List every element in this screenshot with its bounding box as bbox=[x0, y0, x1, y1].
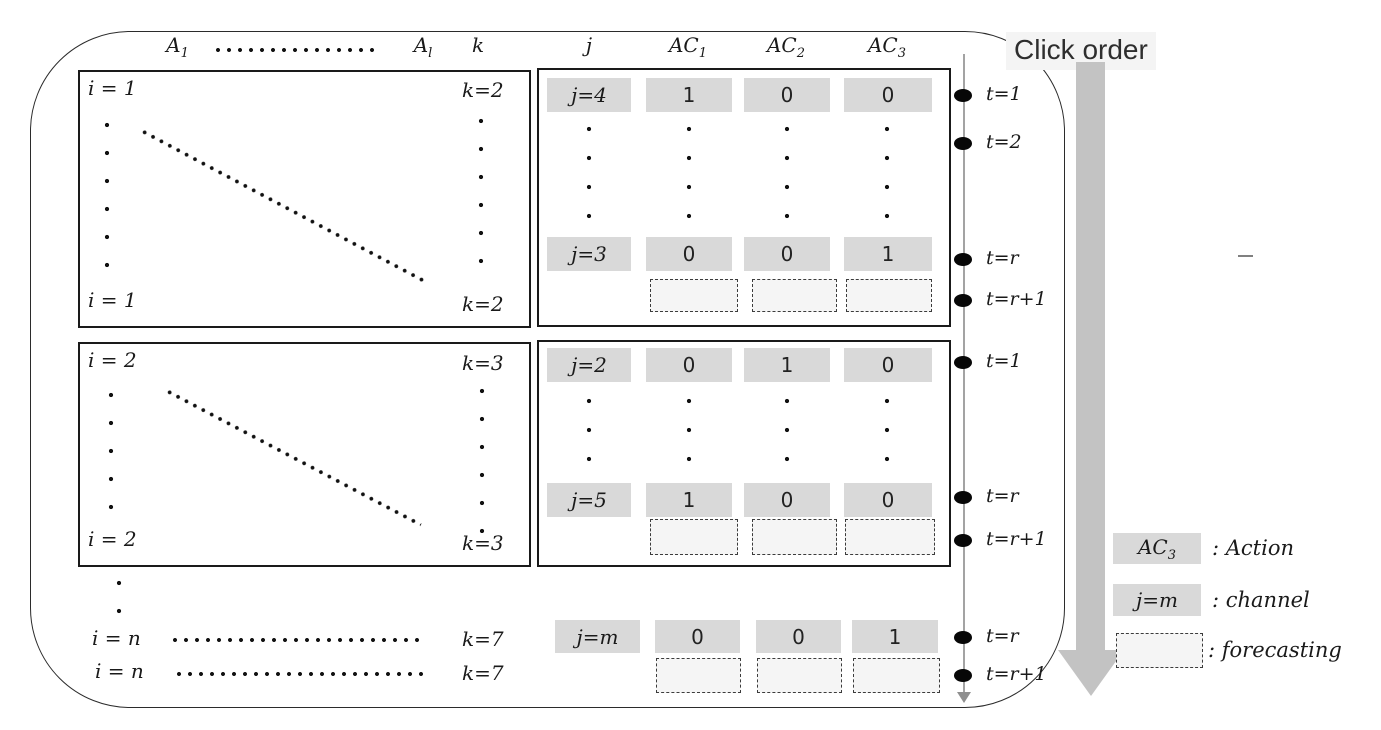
session-1-i-bottom: i = 1 bbox=[88, 288, 137, 312]
session-n-forecast-cell bbox=[757, 658, 842, 693]
session-1-i-top: i = 1 bbox=[88, 76, 137, 100]
timeline-tick-label: t=r bbox=[986, 247, 1019, 269]
session-1-forecast-cell bbox=[650, 279, 738, 312]
session-n-forecast-cell bbox=[853, 658, 940, 693]
session-1-row-last-cell-ac3: 1 bbox=[844, 237, 932, 271]
session-n-cell-ac3: 1 bbox=[852, 620, 938, 653]
session-2-row-first-cell-j: j=2 bbox=[547, 348, 631, 382]
session-1-row-last-cell-j: j=3 bbox=[547, 237, 631, 271]
session-2-row-last-cell-ac1: 1 bbox=[646, 483, 732, 517]
session-2-row-first-cell-ac3: 0 bbox=[844, 348, 932, 382]
session-1-row-last-cell-ac1: 0 bbox=[646, 237, 732, 271]
session-2-table-ellipsis-dots bbox=[884, 398, 890, 482]
session-2-row-last-cell-ac2: 0 bbox=[744, 483, 830, 517]
session-2-box bbox=[78, 342, 531, 567]
col-header-a1: A1 bbox=[166, 33, 189, 61]
legend-action-label: : Action bbox=[1212, 536, 1295, 560]
session-2-k-bottom: k=3 bbox=[462, 531, 504, 555]
session-n-ellipsis-dots bbox=[116, 580, 122, 636]
session-n-cell-ac1: 0 bbox=[655, 620, 740, 653]
session-n-i-click: i = n bbox=[92, 626, 141, 650]
session-1-row-first-cell-ac1: 1 bbox=[646, 78, 732, 112]
timeline-tick-label: t=r bbox=[986, 485, 1019, 507]
session-2-row-first-cell-ac1: 0 bbox=[646, 348, 732, 382]
session-1-table-ellipsis-dots bbox=[586, 126, 592, 238]
col-header-k: k bbox=[471, 33, 485, 57]
session-1-k-top: k=2 bbox=[462, 78, 504, 102]
col-header-ac1: AC1 bbox=[668, 33, 708, 61]
session-1-row-first-cell-ac3: 0 bbox=[844, 78, 932, 112]
legend-action-swatch: AC3 bbox=[1113, 533, 1201, 564]
session-2-forecast-cell bbox=[752, 519, 837, 555]
click-order-arrowhead bbox=[1058, 650, 1124, 696]
session-n-i-forecast: i = n bbox=[95, 659, 144, 683]
timeline-tick-label: t=r+1 bbox=[986, 288, 1047, 310]
session-2-i-top: i = 2 bbox=[88, 348, 137, 372]
col-header-al: Al bbox=[413, 33, 433, 61]
session-n-forecast-cell bbox=[656, 658, 741, 693]
session-n-cell-j: j=m bbox=[555, 620, 640, 653]
session-1-right-ellipsis-dots bbox=[478, 118, 484, 286]
legend-channel-label: : channel bbox=[1212, 588, 1310, 612]
session-2-row-first-cell-ac2: 1 bbox=[744, 348, 830, 382]
session-n-dotted-line bbox=[172, 637, 425, 643]
session-2-row-last-cell-ac3: 0 bbox=[844, 483, 932, 517]
timeline-dot bbox=[954, 253, 972, 266]
legend-channel-swatch: j=m bbox=[1113, 584, 1201, 616]
session-2-k-top: k=3 bbox=[462, 351, 504, 375]
timeline-dot bbox=[954, 631, 972, 644]
session-1-forecast-cell bbox=[846, 279, 932, 312]
timeline-dot bbox=[954, 89, 972, 102]
diagram-frame bbox=[30, 31, 1065, 708]
session-n-cell-ac2: 0 bbox=[756, 620, 841, 653]
legend-forecasting-swatch bbox=[1116, 633, 1203, 668]
col-header-j: j bbox=[585, 33, 593, 57]
click-order-arrow bbox=[1076, 62, 1105, 652]
timeline-axis bbox=[963, 54, 965, 694]
col-header-ellipsis-dots bbox=[215, 47, 375, 53]
session-2-table-ellipsis-dots bbox=[784, 398, 790, 482]
timeline-arrowhead bbox=[957, 692, 971, 703]
session-1-row-first-cell-j: j=4 bbox=[547, 78, 631, 112]
timeline-dot bbox=[954, 356, 972, 369]
session-2-right-ellipsis-dots bbox=[479, 388, 485, 533]
session-2-forecast-cell bbox=[845, 519, 935, 555]
timeline-dot bbox=[954, 137, 972, 150]
col-header-ac3: AC3 bbox=[867, 33, 907, 61]
timeline-tick-label: t=2 bbox=[986, 131, 1022, 153]
session-2-left-ellipsis-dots bbox=[108, 392, 114, 532]
session-1-k-bottom: k=2 bbox=[462, 292, 504, 316]
session-n-k-click: k=7 bbox=[462, 627, 504, 651]
timeline-dot bbox=[954, 491, 972, 504]
timeline-tick-label: t=r bbox=[986, 625, 1019, 647]
session-n-k-forecast: k=7 bbox=[462, 661, 504, 685]
timeline-tick-label: t=r+1 bbox=[986, 528, 1047, 550]
timeline-dot bbox=[954, 669, 972, 682]
session-2-table-ellipsis-dots bbox=[586, 398, 592, 482]
session-n-dotted-line bbox=[176, 671, 429, 677]
session-1-left-ellipsis-dots bbox=[104, 122, 110, 290]
session-1-box bbox=[78, 70, 531, 328]
timeline-dot bbox=[954, 534, 972, 547]
session-1-forecast-cell bbox=[752, 279, 837, 312]
timeline-dot bbox=[954, 294, 972, 307]
col-header-ac2: AC2 bbox=[766, 33, 806, 61]
session-2-forecast-cell bbox=[650, 519, 738, 555]
session-1-table-ellipsis-dots bbox=[884, 126, 890, 238]
session-2-table-ellipsis-dots bbox=[686, 398, 692, 482]
timeline-tick-label: t=1 bbox=[986, 350, 1022, 372]
session-1-row-first-cell-ac2: 0 bbox=[744, 78, 830, 112]
dash-mark bbox=[1238, 255, 1253, 257]
timeline-tick-label: t=r+1 bbox=[986, 663, 1047, 685]
timeline-tick-label: t=1 bbox=[986, 83, 1022, 105]
session-2-row-last-cell-j: j=5 bbox=[547, 483, 631, 517]
legend-forecasting-label: : forecasting bbox=[1208, 638, 1342, 662]
session-1-table-ellipsis-dots bbox=[686, 126, 692, 238]
session-2-i-bottom: i = 2 bbox=[88, 527, 137, 551]
session-1-row-last-cell-ac2: 0 bbox=[744, 237, 830, 271]
session-1-table-ellipsis-dots bbox=[784, 126, 790, 238]
